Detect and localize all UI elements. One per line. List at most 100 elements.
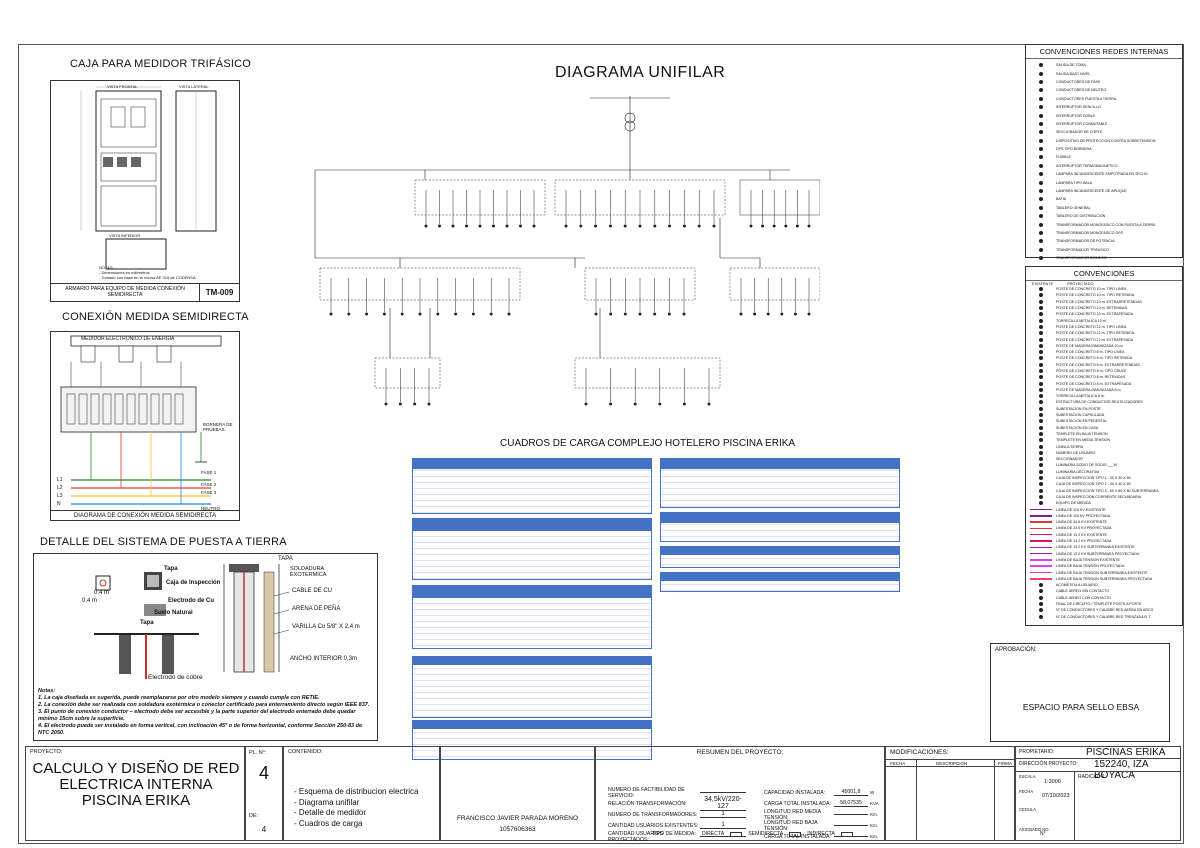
feeder-load-icon xyxy=(471,312,475,316)
legend-dot-icon xyxy=(1039,589,1043,594)
legend-dot-icon xyxy=(1039,79,1043,84)
legend-dot-icon xyxy=(1039,105,1043,110)
legend-symbol-icon xyxy=(1026,180,1056,185)
conv-title: CONVENCIONES xyxy=(1026,267,1182,281)
conv-redes-item: TABLERO DE DISTRIBUCION xyxy=(1026,212,1182,220)
tb-directa-box[interactable] xyxy=(730,831,743,837)
legend-symbol-icon xyxy=(1026,501,1056,506)
legend-symbol-icon xyxy=(1026,457,1056,462)
legend-symbol-icon xyxy=(1026,231,1056,235)
tb-indirecta-box[interactable] xyxy=(840,831,853,837)
conv-item: LINEA DE 13.2 KV SUBTERRANEA EXISTENTE xyxy=(1026,544,1182,550)
feeder-load-icon xyxy=(682,224,686,228)
legend-symbol-icon xyxy=(1026,138,1056,143)
legend-symbol-icon xyxy=(1026,105,1056,110)
feeder-load-icon xyxy=(739,312,743,316)
electrodo-cobre-label: Electrodo de cobre xyxy=(148,674,203,681)
conv-item: POSTE DE CONCRETO 8 m. EXTRARRETENIDAS xyxy=(1026,362,1182,368)
legend-symbol-icon xyxy=(1026,595,1056,600)
tb-autor: FRANCISCO JAVIER PARADA MORENO 105760636… xyxy=(440,746,595,841)
legend-symbol-icon xyxy=(1026,381,1056,386)
legend-symbol-icon xyxy=(1026,413,1056,418)
conv-item: POSTE DE CONCRETO 12 m. EXTRAPESADA xyxy=(1026,336,1182,342)
conv-item-label: CABLE AEREO SIN CONTACTO xyxy=(1056,589,1109,594)
conexion-caption: DIAGRAMA DE CONEXIÓN MEDIDA SEMIDIRECTA xyxy=(51,510,239,519)
tb-pl-value: 4 xyxy=(258,763,269,783)
conv-item-label: LINEA DE 13.2 KV SUBTERRANEA EXISTENTE xyxy=(1056,545,1135,550)
legend-line-icon xyxy=(1030,571,1052,574)
tb-prop-col xyxy=(1074,772,1075,840)
conv-redes-item-label: FUSIBLE xyxy=(1056,155,1071,160)
legend-symbol-icon xyxy=(1026,362,1056,367)
legend-symbol-icon xyxy=(1026,88,1056,93)
conv-item: POSTE DE CONCRETO 8 m. TIPO LINEA xyxy=(1026,349,1182,355)
legend-dot-icon xyxy=(1039,494,1043,499)
legend-symbol-icon xyxy=(1026,222,1056,227)
feeder-load-icon xyxy=(365,312,369,316)
tapa-label-3: TAPA xyxy=(278,556,293,562)
legend-dot-icon xyxy=(1039,324,1043,329)
feeder-load-icon xyxy=(608,224,612,228)
line-l1: L1 xyxy=(57,477,63,483)
conv-item-label: SUBESTACION EN CASA xyxy=(1056,425,1099,430)
conv-item-label: TORRECILLA METALICA 10 m. xyxy=(1056,318,1107,323)
tb-contenido-3: - Detalle de medidor xyxy=(294,808,367,817)
legend-symbol-icon xyxy=(1026,369,1056,373)
legend-dot-icon xyxy=(1039,431,1043,436)
conv-item-label: TEMPLETE EN BAJA TENSION xyxy=(1056,431,1108,436)
conv-item: LINEA DE BAJA TENSION PROYECTADA xyxy=(1026,563,1182,569)
conv-item: LINEA DE BAJA TENSION EXISTENTE xyxy=(1026,557,1182,563)
electrodo-cu-label: Electrodo de Cu xyxy=(168,598,215,604)
conv-item: LUMINARIA DECORATIVA xyxy=(1026,469,1182,475)
conv-redes-item-label: TRANSFORMADOR MONOFASICO DPS xyxy=(1056,231,1123,235)
conv-item-label: CAJA DE INSPECCION CORRIENTE SECUNDARIA xyxy=(1056,494,1142,499)
legend-symbol-icon xyxy=(1026,476,1056,481)
conv-item-label: POSTE DE CONCRETO 8 m. TIPO CRUCE xyxy=(1056,369,1127,373)
legend-dot-icon xyxy=(1039,406,1043,411)
resumen-left-row: CANTIDAD USUARIOS PROYECTADOS: xyxy=(608,831,748,843)
medidor-label: MEDIDOR ELECTRONICO DE ENERGIA xyxy=(81,336,175,342)
load-table-8 xyxy=(660,546,900,568)
conv-redes-item-label: TRANSFORMADOR DE POTENCIA xyxy=(1056,239,1115,244)
feeder-load-icon xyxy=(518,224,523,228)
conv-item-label: LINEA DE 115 KV PROYECTADA xyxy=(1056,513,1111,518)
conv-redes-item-label: LAMPARA INCANDESCENTE DE APLIQUE xyxy=(1056,189,1127,194)
feeder-load-icon xyxy=(638,312,642,316)
legend-dot-icon xyxy=(1039,96,1043,101)
legend-symbol-icon xyxy=(1026,425,1056,430)
resumen-right-value xyxy=(834,836,868,837)
legend-dot-icon xyxy=(1039,88,1043,93)
legend-symbol-icon xyxy=(1026,239,1056,244)
feeder-load-icon xyxy=(749,224,753,228)
conv-redes-item-label: BATIA xyxy=(1056,197,1067,202)
resumen-left-value: 34,5kV/220-127 xyxy=(700,796,746,811)
legend-symbol-icon xyxy=(1026,163,1056,168)
legend-dot-icon xyxy=(1039,476,1043,481)
line-n: N xyxy=(57,501,61,507)
legend-dot-icon xyxy=(1039,293,1043,298)
conv-item: CAJA DE INSPECCION TIPO 3 - 60 X 60 X 80… xyxy=(1026,488,1182,494)
legend-dot-icon xyxy=(1039,180,1043,185)
conv-item-label: POSTE DE CONCRETO 10 m. TIPO LINEA xyxy=(1056,287,1127,292)
conv-item-label: EQUIPO DE MEDIDA xyxy=(1056,501,1091,506)
tb-resumen-title: RESUMEN DEL PROYECTO: xyxy=(696,749,784,756)
feeder-load-icon xyxy=(427,402,431,406)
conv-redes-item-label: CONDUCTORES DE FASE xyxy=(1056,79,1101,84)
conv-redes-item: FUSIBLE xyxy=(1026,153,1182,161)
tb-mod-col-2 xyxy=(994,759,995,840)
conv-header: EXISTENTE PROYECTADO xyxy=(1026,281,1182,286)
conv-item: CAJA DE INSPECCION TIPO 1 - 30 X 30 X 80 xyxy=(1026,475,1182,481)
conv-redes-item-label: SECCIONADOR DE CORTE xyxy=(1056,130,1103,135)
tb-semidirecta-box[interactable]: X xyxy=(789,831,802,838)
tierra-note-1: 1. La caja diseñada es sugerida, puede r… xyxy=(38,695,320,701)
tb-mod-col-1 xyxy=(916,759,917,840)
conv-redes-item: SECCIONADOR DE CORTE xyxy=(1026,128,1182,136)
feeder-load-icon xyxy=(682,402,686,406)
legend-symbol-icon xyxy=(1026,197,1056,202)
conexion-diagram xyxy=(60,335,222,505)
resumen-right-row: LONGITUD RED MEDIA TENSIÓN:Km. xyxy=(764,809,882,821)
conv-redes-item: SALIDA DE TOMA xyxy=(1026,61,1182,69)
conv-item-label: POSTE DE CONCRETO 10 m. EXTRARRETENIDAS xyxy=(1056,299,1142,304)
conv-redes-item: INTERRUPTOR CONMUTABLE xyxy=(1026,120,1182,128)
legend-dot-icon xyxy=(1039,343,1043,348)
